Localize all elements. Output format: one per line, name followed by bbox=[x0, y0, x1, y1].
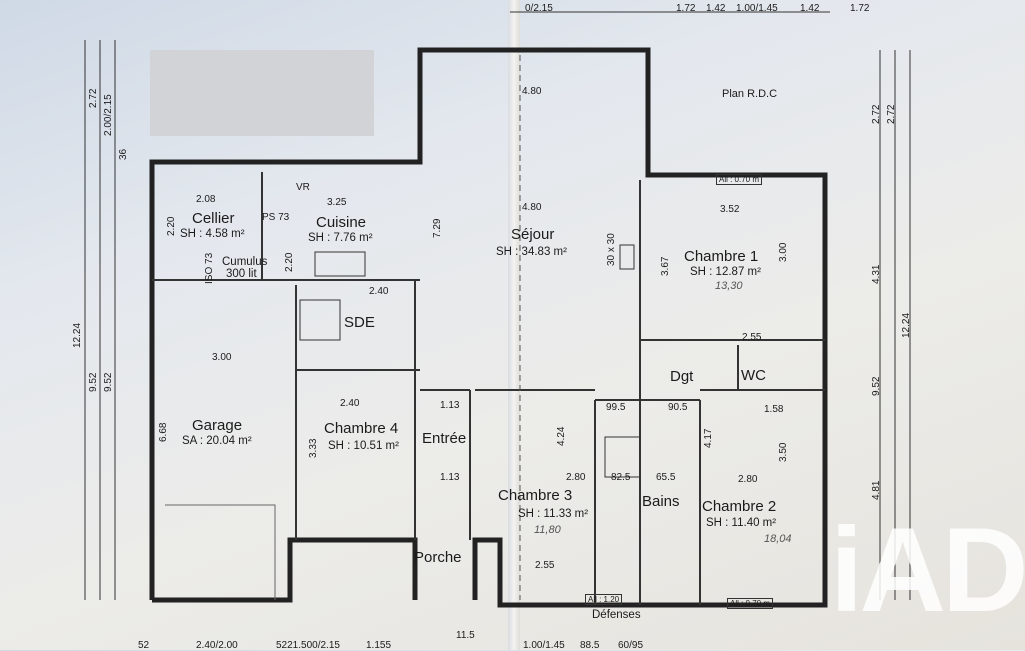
room-label-chambre1: Chambre 1 bbox=[684, 248, 759, 265]
room-label-porche: Porche bbox=[414, 549, 462, 566]
dim-bottom: 88.5 bbox=[580, 640, 600, 651]
garage-front-wall bbox=[152, 537, 418, 603]
dim-top: 1.00/1.45 bbox=[736, 3, 778, 14]
dim-bottom: 52 bbox=[138, 640, 150, 651]
room-area-garage: SA : 20.04 m² bbox=[182, 435, 252, 447]
dim-interior: 3.33 bbox=[308, 438, 319, 458]
dim-left: 36 bbox=[118, 148, 129, 160]
dim-bottom: 5221.500/2.15 bbox=[276, 640, 340, 651]
room-label-wc: WC bbox=[741, 367, 766, 384]
dim-interior: 2.55 bbox=[742, 332, 762, 343]
room-label-bains: Bains bbox=[642, 493, 680, 510]
room-area-cellier: SH : 4.58 m² bbox=[180, 228, 245, 240]
window-label: All : 0.70 m bbox=[727, 598, 774, 609]
dim-interior: PS 73 bbox=[262, 212, 290, 223]
dim-left: 12.24 bbox=[72, 322, 83, 348]
dim-interior: 4.17 bbox=[703, 428, 714, 448]
dim-bottom: 2.40/2.00 bbox=[196, 640, 238, 651]
dim-interior: 2.40 bbox=[340, 398, 360, 409]
room-label-chambre3: Chambre 3 bbox=[498, 487, 573, 504]
dim-interior: 65.5 bbox=[656, 472, 676, 483]
plan-title: Plan R.D.C bbox=[722, 88, 778, 100]
dim-top: 1.72 bbox=[676, 3, 696, 14]
dim-interior: 2.55 bbox=[535, 560, 555, 571]
dim-interior: 2.08 bbox=[196, 194, 216, 205]
room-label-sejour: Séjour bbox=[511, 226, 555, 243]
dim-interior: 2.40 bbox=[369, 286, 389, 297]
room-label-entree: Entrée bbox=[422, 430, 467, 447]
dim-right: 2.72 bbox=[886, 104, 897, 124]
dim-left: 2.72 bbox=[88, 88, 99, 108]
vr-label: VR bbox=[296, 182, 310, 193]
dim-top: 1.72 bbox=[850, 3, 870, 14]
note-chambre2: 18,04 bbox=[764, 533, 792, 545]
dim-top: 0/2.15 bbox=[525, 3, 553, 14]
dim-right: 4.81 bbox=[871, 480, 882, 500]
room-label-cellier: Cellier bbox=[192, 210, 235, 227]
dim-interior: 4.24 bbox=[556, 426, 567, 446]
dim-interior: 4.80 bbox=[522, 202, 542, 213]
dim-bottom: 1.00/1.45 bbox=[523, 640, 565, 651]
dim-interior: 2.20 bbox=[284, 252, 295, 272]
room-label-chambre4: Chambre 4 bbox=[324, 420, 399, 437]
dim-bottom: 60/95 bbox=[618, 640, 644, 651]
dim-right: 4.31 bbox=[871, 264, 882, 284]
room-area-chambre3: SH : 11.33 m² bbox=[518, 508, 589, 520]
window-label: All : 0.70 m bbox=[716, 174, 763, 185]
dim-interior: 3.00 bbox=[212, 352, 232, 363]
conduit-label: 30 x 30 bbox=[606, 233, 617, 266]
dim-interior: 1.58 bbox=[764, 404, 784, 415]
dim-interior: 4.80 bbox=[522, 86, 542, 97]
dim-interior: 90.5 bbox=[668, 402, 688, 413]
dim-right: 12.24 bbox=[901, 312, 912, 338]
dim-left: 9.52 bbox=[103, 372, 114, 392]
dim-interior: 3.50 bbox=[778, 442, 789, 462]
room-area-chambre4: SH : 10.51 m² bbox=[328, 440, 399, 452]
room-area-cuisine: SH : 7.76 m² bbox=[308, 232, 373, 244]
cumulus-label: Cumulus bbox=[222, 256, 268, 268]
dim-left: 2.00/2.15 bbox=[103, 94, 114, 136]
dim-interior: 1.13 bbox=[440, 400, 460, 411]
dim-interior: 6.68 bbox=[158, 422, 169, 442]
dim-interior: 2.80 bbox=[566, 472, 586, 483]
room-area-sejour: SH : 34.83 m² bbox=[496, 246, 567, 258]
dim-interior: 3.67 bbox=[660, 256, 671, 276]
dim-top: 1.42 bbox=[800, 3, 820, 14]
note-chambre1: 13,30 bbox=[715, 280, 743, 292]
room-area-chambre2: SH : 11.40 m² bbox=[706, 517, 777, 529]
dim-interior: 1.13 bbox=[440, 472, 460, 483]
room-area-chambre1: SH : 12.87 m² bbox=[690, 266, 761, 278]
note-chambre3: 11,80 bbox=[534, 524, 561, 536]
room-label-garage: Garage bbox=[192, 417, 243, 434]
dim-interior: 3.52 bbox=[720, 204, 740, 215]
dim-interior: 2.20 bbox=[166, 216, 177, 236]
defenses-label: Défenses bbox=[592, 609, 641, 621]
exterior-wall bbox=[149, 47, 828, 608]
dim-interior: 7.29 bbox=[432, 218, 443, 238]
room-label-cuisine: Cuisine bbox=[316, 214, 367, 231]
room-label-dgt: Dgt bbox=[670, 368, 694, 385]
paper-fold bbox=[508, 0, 520, 650]
porch-wall bbox=[472, 537, 640, 608]
dim-bottom: 1.155 bbox=[366, 640, 392, 651]
dim-top: 1.42 bbox=[706, 3, 726, 14]
room-label-chambre2: Chambre 2 bbox=[702, 498, 777, 515]
dim-right: 2.72 bbox=[871, 104, 882, 124]
dim-left: 9.52 bbox=[88, 372, 99, 392]
cumulus-capacity: 300 lit bbox=[226, 268, 257, 280]
redacted-block bbox=[150, 50, 374, 136]
room-label-sde: SDE bbox=[344, 314, 375, 331]
iad-watermark-logo: iAD bbox=[830, 503, 1025, 637]
dim-interior: 2.80 bbox=[738, 474, 758, 485]
dim-interior: 3.25 bbox=[327, 197, 347, 208]
dim-bottom: 11.5 bbox=[456, 630, 475, 641]
dim-right: 9.52 bbox=[871, 376, 882, 396]
dim-interior: 82.5 bbox=[611, 472, 631, 483]
dim-interior: 3.00 bbox=[778, 242, 789, 262]
window-label: All : 1.20 bbox=[585, 594, 623, 605]
dim-interior: 99.5 bbox=[606, 402, 626, 413]
iso-label: ISO 73 bbox=[204, 252, 215, 284]
